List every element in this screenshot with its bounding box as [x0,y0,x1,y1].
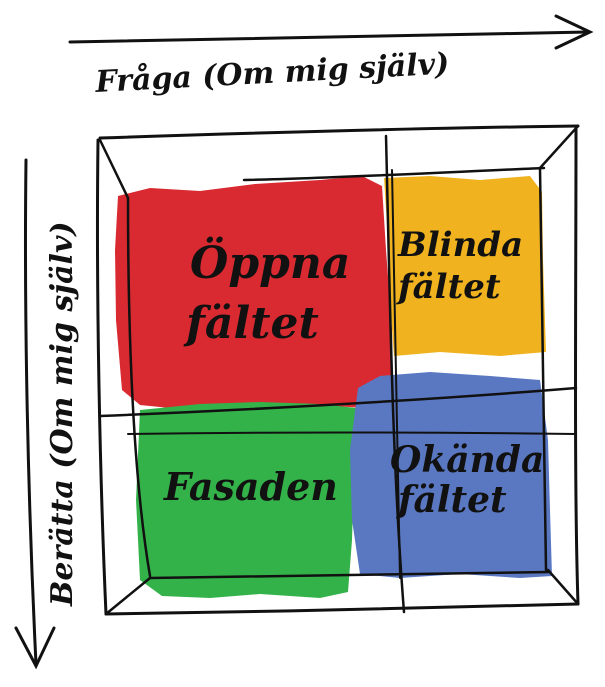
quadrant-fills [115,176,552,598]
blind-quadrant-label-line1: Blinda [397,225,523,265]
open-quadrant-label-line2: fältet [183,298,319,349]
corner-diagonal-bottom-left [104,576,152,616]
tell-axis-arrowhead [14,626,56,670]
blind-quadrant-label-line2: fältet [396,267,501,307]
outer-frame-left [95,138,108,616]
blind-quadrant: Blinda fältet [396,225,523,307]
tell-axis-arrow [14,158,56,670]
horizontal-divider-inner [127,431,577,435]
vertical-divider-inner [391,169,401,579]
open-quadrant-label-line1: Öppna [190,235,350,289]
question-axis-line [68,30,590,44]
corner-diagonal-bottom-right [546,568,580,606]
unknown-quadrant-fill [350,372,552,578]
question-axis-label: Fråga (Om mig själv) [94,47,451,101]
horizontal-divider [98,386,578,418]
corner-diagonal-top-right [538,124,580,170]
inner-frame-bottom [148,570,552,580]
grid-frame [95,124,580,616]
inner-frame-top [242,166,546,182]
facade-quadrant-label: Fasaden [163,464,338,509]
outer-frame-top [98,124,580,140]
open-quadrant: Öppna fältet [183,235,350,349]
question-axis-arrowhead [554,14,594,50]
inner-frame-left [126,196,152,578]
outer-frame-bottom [104,602,580,616]
corner-diagonal-top-left [98,138,130,200]
open-quadrant-fill [115,176,393,408]
blind-quadrant-fill [384,176,546,356]
inner-frame-right [538,166,548,572]
outer-frame-right [574,126,580,606]
unknown-quadrant-label-line2: fältet [395,479,507,521]
facade-quadrant-fill [136,402,356,598]
unknown-quadrant: Okända fältet [390,439,544,521]
question-axis-arrow [68,14,594,50]
tell-axis-line [23,158,38,666]
facade-quadrant: Fasaden [163,464,338,509]
unknown-quadrant-label-line1: Okända [390,439,544,481]
tell-axis-label: Berätta (Om mig själv) [45,221,80,607]
